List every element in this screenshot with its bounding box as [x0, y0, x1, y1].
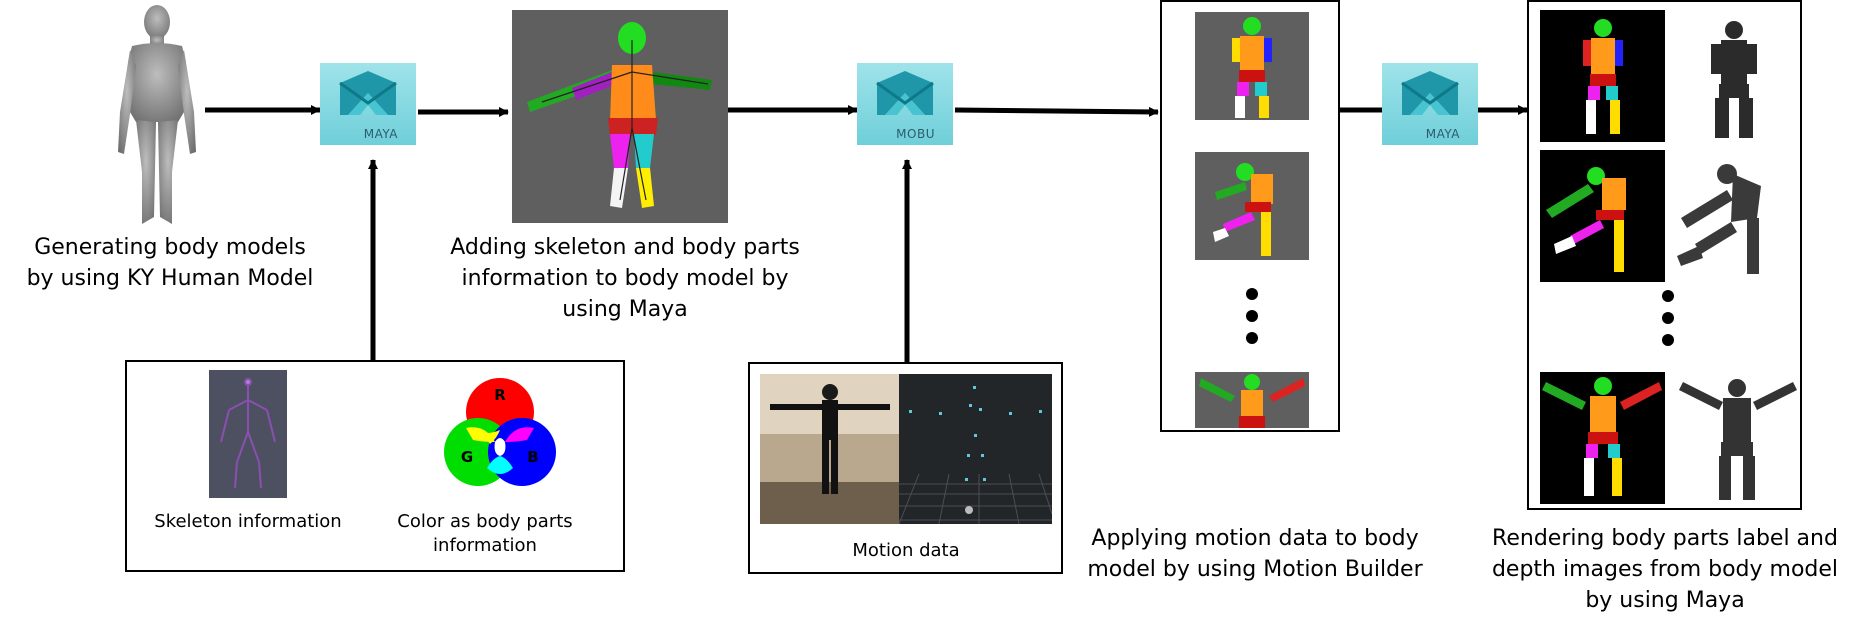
- motion-photo: [760, 374, 899, 524]
- maya-logo-icon-2: MAYA: [1382, 63, 1478, 145]
- motion-data-box: Motion data: [748, 362, 1063, 574]
- depth-image-3: [1679, 379, 1797, 500]
- ellipsis-dot-icon: [1662, 334, 1674, 346]
- ellipsis-dot-icon: [1246, 332, 1258, 344]
- pose-frame-2: [1195, 152, 1309, 260]
- mobu-label: MOBU: [896, 127, 935, 141]
- maya-label: MAYA: [363, 127, 398, 141]
- caption-adding: Adding skeleton and body parts informati…: [450, 235, 800, 322]
- ellipsis-dot-icon: [1246, 288, 1258, 300]
- applied-motion-box: [1160, 0, 1340, 432]
- pose-frame-1: [1195, 12, 1309, 120]
- depth-image-2: [1677, 164, 1761, 274]
- human-mesh-icon: [118, 5, 196, 224]
- venn-label-r: R: [494, 386, 506, 404]
- label-image-3: [1540, 372, 1665, 504]
- input-information-box: Skeleton information R G B Color as body…: [125, 360, 625, 572]
- motion-capture-view: [898, 374, 1053, 525]
- ellipsis-dot-icon: [1662, 290, 1674, 302]
- caption-rendering: Rendering body parts label and depth ima…: [1491, 526, 1839, 613]
- pose-frame-3: [1195, 372, 1309, 428]
- label-image-1: [1540, 10, 1665, 142]
- arrow-mobu-to-applied: [954, 106, 1159, 117]
- rigged-body-image: [512, 10, 728, 223]
- venn-label-g: G: [461, 448, 473, 466]
- venn-label-b: B: [527, 448, 538, 466]
- maya-label-2: MAYA: [1425, 127, 1460, 141]
- caption-applying: Applying motion data to body model by us…: [1087, 526, 1423, 582]
- ellipsis-dot-icon: [1246, 310, 1258, 322]
- rendered-output-box: [1527, 0, 1802, 510]
- depth-image-1: [1711, 21, 1757, 138]
- label-image-2: [1540, 150, 1665, 282]
- motion-data-label: Motion data: [852, 540, 960, 561]
- mobu-logo-icon: MOBU: [857, 63, 953, 145]
- color-label: Color as body parts information: [397, 511, 573, 556]
- venn-diagram-icon: R G B: [444, 378, 556, 486]
- ellipsis-dot-icon: [1662, 312, 1674, 324]
- maya-logo-icon: MAYA: [320, 63, 416, 145]
- skeleton-image: [209, 370, 287, 498]
- caption-generate: Generating body models by using KY Human…: [26, 235, 314, 291]
- skeleton-label: Skeleton information: [154, 511, 342, 532]
